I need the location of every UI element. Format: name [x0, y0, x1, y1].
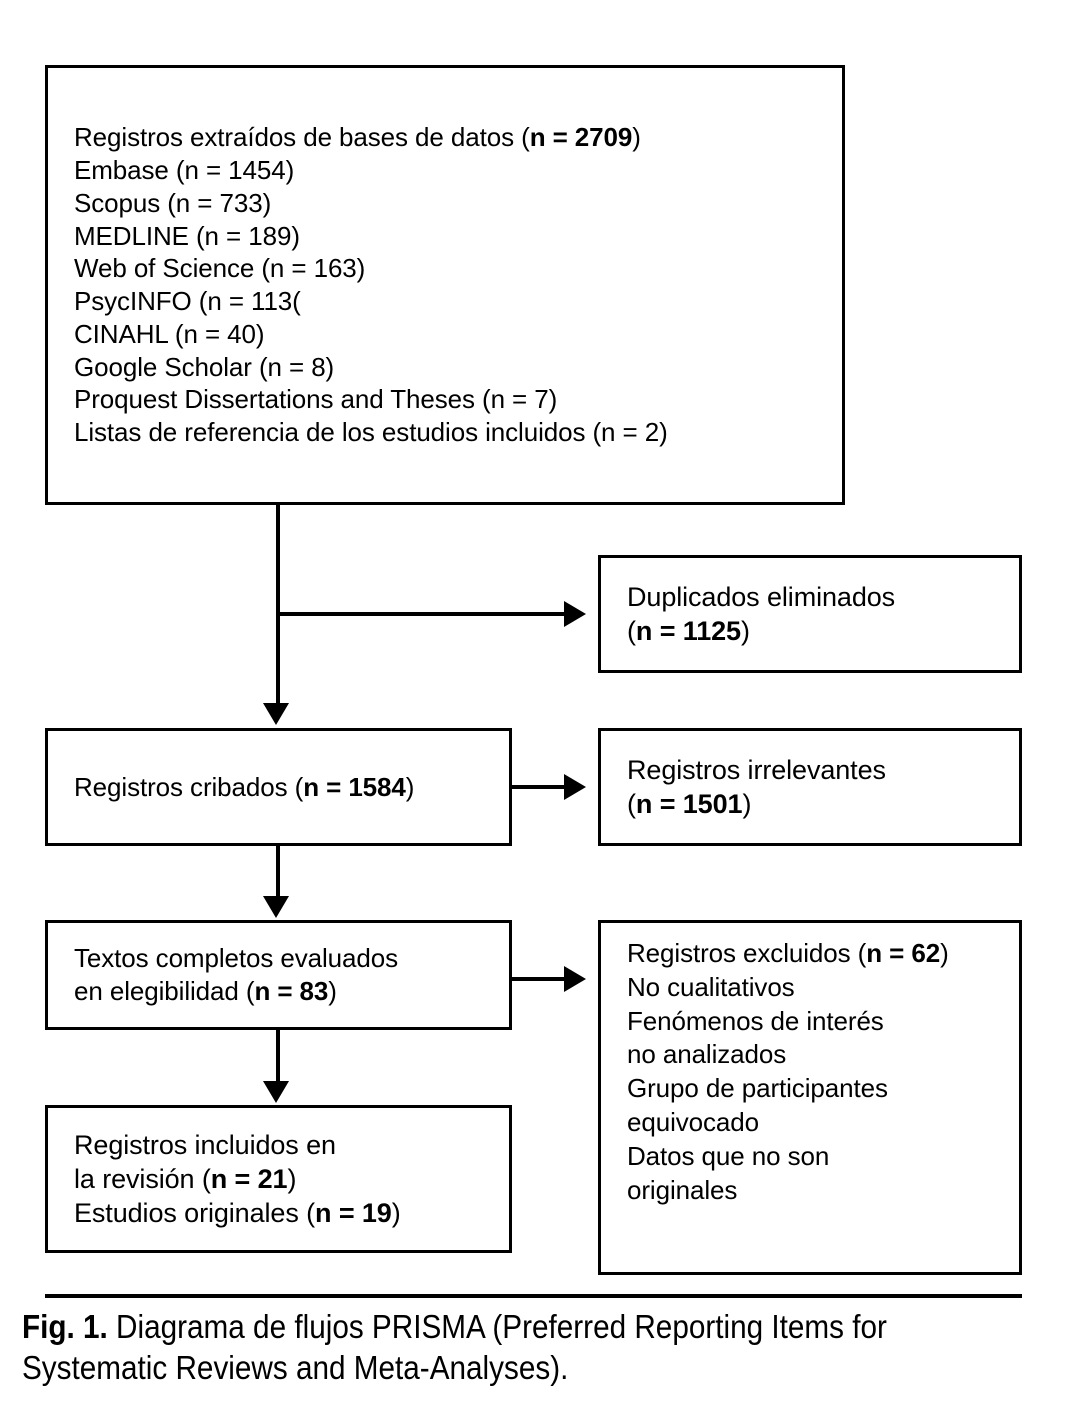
- box-records-identified: Registros extraídos de bases de datos (n…: [45, 65, 845, 505]
- source-item-google-scholar: Google Scholar (n = 8): [74, 351, 335, 382]
- fulltext-label-line2: en elegibilidad (n = 83): [74, 976, 337, 1006]
- arrowhead-right-irrelevant: [564, 774, 586, 800]
- box-duplicates-removed: Duplicados eliminados (n = 1125): [598, 555, 1022, 673]
- box-records-screened: Registros cribados (n = 1584): [45, 728, 512, 846]
- sources-heading-count: n = 2709: [529, 122, 633, 153]
- arrowhead-right-excluded: [564, 966, 586, 992]
- box-records-included: Registros incluidos en la revisión (n = …: [45, 1105, 512, 1253]
- arrowhead-right-duplicates: [564, 601, 586, 627]
- irrelevant-label: Registros irrelevantes: [627, 754, 886, 785]
- box-records-irrelevant: Registros irrelevantes (n = 1501): [598, 728, 1022, 846]
- caption-divider-rule: [45, 1294, 1022, 1298]
- connector-screened-to-fulltext: [276, 846, 280, 898]
- source-item-web-of-science: Web of Science (n = 163): [74, 253, 366, 284]
- figure-label: Fig. 1.: [22, 1308, 108, 1345]
- arrowhead-down-fulltext: [263, 896, 289, 918]
- excluded-reason-4: Datos que no son: [627, 1140, 830, 1171]
- box-fulltext-eligibility: Textos completos evaluados en elegibilid…: [45, 920, 512, 1030]
- source-item-medline: MEDLINE (n = 189): [74, 220, 300, 251]
- source-item-scopus: Scopus (n = 733): [74, 187, 272, 218]
- arrowhead-down-included: [263, 1081, 289, 1103]
- included-original-studies: Estudios originales (n = 19): [74, 1198, 401, 1228]
- connector-fulltext-to-included: [276, 1030, 280, 1083]
- fulltext-count: n = 83: [254, 976, 329, 1006]
- screened-count: n = 1584: [303, 771, 406, 802]
- arrowhead-down-screened: [263, 703, 289, 725]
- connector-screened-to-irrelevant: [512, 785, 566, 789]
- fulltext-label-line1: Textos completos evaluados: [74, 943, 399, 974]
- included-label-line2: la revisión (n = 21): [74, 1163, 297, 1194]
- excluded-reason-3-cont: equivocado: [627, 1106, 759, 1137]
- source-item-proquest: Proquest Dissertations and Theses (n = 7…: [74, 384, 558, 415]
- excluded-reason-2: Fenómenos de interés: [627, 1005, 884, 1036]
- figure-caption-text: Diagrama de flujos PRISMA (Preferred Rep…: [22, 1308, 887, 1386]
- included-count: n = 21: [210, 1163, 288, 1194]
- duplicates-count: (n = 1125): [627, 616, 750, 646]
- connector-sources-to-screened: [276, 505, 280, 705]
- excluded-count: n = 62: [866, 938, 941, 968]
- excluded-reason-1: No cualitativos: [627, 971, 795, 1002]
- source-item-reference-lists: Listas de referencia de los estudios inc…: [74, 417, 668, 447]
- excluded-reason-2-cont: no analizados: [627, 1039, 787, 1070]
- original-studies-count: n = 19: [315, 1198, 392, 1228]
- irrelevant-count: (n = 1501): [627, 789, 752, 819]
- duplicates-label: Duplicados eliminados: [627, 581, 896, 612]
- excluded-reason-4-cont: originales: [627, 1174, 738, 1205]
- connector-sources-to-duplicates: [276, 612, 566, 616]
- figure-caption: Fig. 1. Diagrama de flujos PRISMA (Prefe…: [22, 1307, 954, 1389]
- box-records-excluded: Registros excluidos (n = 62) No cualitat…: [598, 920, 1022, 1275]
- source-item-cinahl: CINAHL (n = 40): [74, 318, 265, 349]
- connector-fulltext-to-excluded: [512, 977, 566, 981]
- sources-heading: Registros extraídos de bases de datos (n…: [74, 122, 641, 153]
- screened-label: Registros cribados (n = 1584): [74, 771, 415, 802]
- excluded-heading: Registros excluidos (n = 62): [627, 938, 949, 968]
- source-item-psycinfo: PsycINFO (n = 113(: [74, 286, 301, 316]
- excluded-reason-3: Grupo de participantes: [627, 1073, 888, 1104]
- included-label-line1: Registros incluidos en: [74, 1129, 336, 1160]
- source-item-embase: Embase (n = 1454): [74, 155, 295, 185]
